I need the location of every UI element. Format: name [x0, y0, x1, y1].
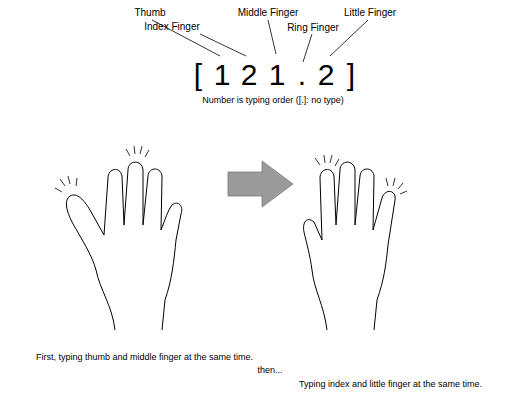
- leader-line: [268, 20, 276, 54]
- leader-line: [200, 34, 246, 56]
- order-number: 2: [241, 58, 258, 91]
- bracket: ]: [347, 58, 355, 91]
- finger-name: Thumb: [134, 7, 165, 18]
- finger-name: Middle Finger: [238, 7, 299, 18]
- bracket: [: [194, 58, 202, 91]
- step-text: then...: [257, 366, 282, 376]
- motion-marks: [315, 155, 407, 194]
- finger-name: Little Finger: [344, 7, 396, 18]
- left-hand: [55, 146, 182, 330]
- step-text: Typing index and little finger at the sa…: [299, 380, 482, 390]
- order-number: 1: [269, 58, 286, 91]
- hand-outline: [66, 162, 181, 330]
- finger-name: Ring Finger: [287, 22, 339, 33]
- motion-marks: [55, 146, 149, 192]
- step-text: First, typing thumb and middle finger at…: [36, 353, 253, 363]
- finger-name: Index Finger: [144, 21, 200, 32]
- order-number: 1: [214, 58, 231, 91]
- hand-outline: [304, 162, 396, 330]
- note: Number is typing order ([.]: no type): [202, 96, 344, 106]
- step-arrow: [228, 161, 293, 207]
- order-number: 2: [318, 58, 335, 91]
- leader-line: [303, 34, 312, 62]
- right-hand: [304, 155, 407, 330]
- no-type-dot: .: [298, 58, 306, 91]
